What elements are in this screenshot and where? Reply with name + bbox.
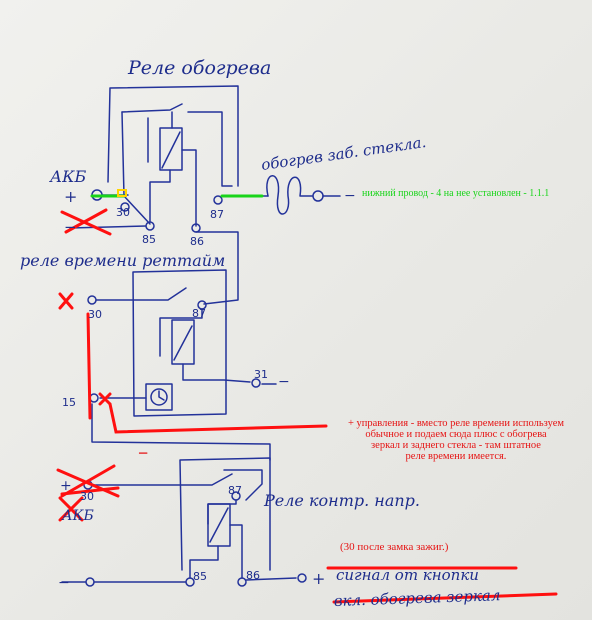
green-note: нижний провод - 4 на нее установлен - 1.… <box>362 188 550 199</box>
plus-sign-bot: + <box>60 478 72 494</box>
control-relay <box>61 457 307 587</box>
time-relay-outline <box>132 269 227 417</box>
terminal-heater-ground <box>312 190 324 202</box>
pin-31: 31 <box>254 368 268 381</box>
red-cross-battery-bot <box>56 464 120 498</box>
heating-relay-outline <box>107 85 239 187</box>
label-battery-top: АКБ <box>49 167 87 186</box>
control-relay-switch <box>91 473 233 486</box>
timer-block <box>145 383 173 411</box>
terminal-86-bot <box>237 577 247 587</box>
terminal-87-top <box>213 195 223 205</box>
red-wire-15 <box>86 312 92 420</box>
red-note-line-2: обычное и подаем сюда плюс с обогрева <box>365 429 547 440</box>
control-coil-86 <box>229 524 243 579</box>
terminal-31 <box>251 378 261 388</box>
red-note-line-1: + управления - вместо реле времени испол… <box>347 418 565 429</box>
minus-sign-top: − <box>64 218 77 236</box>
time-relay <box>87 269 277 461</box>
relay-coil <box>159 127 183 171</box>
red-minus-sign: − <box>138 443 149 463</box>
pin-86-top: 86 <box>190 235 204 248</box>
pin-85-top: 85 <box>142 233 156 246</box>
pin-30-bot: 30 <box>80 490 94 503</box>
wire-15-down <box>91 403 271 461</box>
red-cross-akb-bot <box>58 496 84 522</box>
terminal-85-bot <box>185 577 195 587</box>
wire-86-down <box>195 231 239 305</box>
minus-sign-bot: − <box>58 575 70 591</box>
label-heating-relay: Реле обогрева <box>127 57 271 79</box>
red-cross-ground-top <box>60 208 112 236</box>
pin-87-top: 87 <box>210 208 224 221</box>
red-note-control: + управления - вместо реле времени испол… <box>320 418 592 462</box>
red-cross-30-mid <box>58 292 74 310</box>
pin-86-bot: 86 <box>246 569 260 582</box>
terminal-15 <box>89 393 99 403</box>
pin-85-bot: 85 <box>193 570 207 583</box>
heater-element <box>266 175 313 215</box>
minus-sign-31: − <box>278 374 290 390</box>
control-relay-upper <box>223 469 263 501</box>
control-relay-coil-diag <box>209 507 229 543</box>
ground-wire-85 <box>69 225 147 229</box>
pin-87-bot: 87 <box>228 484 242 497</box>
terminal-30-mid <box>87 295 97 305</box>
label-signal-line2: вкл. обогрева зеркал <box>334 586 501 610</box>
label-battery-bot: АКБ <box>61 508 94 524</box>
red-wire-control <box>108 402 328 434</box>
control-coil-85 <box>189 545 219 579</box>
plus-sign-signal: + <box>312 569 325 588</box>
red-note-line-3: зеркал и заднего стекла - там штатное <box>371 440 541 451</box>
time-relay-coil-wire <box>159 308 203 357</box>
terminal-ground-bot <box>85 577 95 587</box>
time-relay-coil-diag <box>173 325 193 361</box>
red-cross-15 <box>98 392 112 406</box>
wire-31 <box>182 363 251 383</box>
relay-coil-86 <box>181 149 197 227</box>
timer-clock-icon <box>150 388 168 406</box>
label-time-relay: реле времени реттайм <box>20 251 225 270</box>
wire-86-signal <box>245 577 297 581</box>
plus-sign-top: + <box>64 187 77 206</box>
relay-switch-arm <box>121 103 183 113</box>
timer-hands <box>158 390 165 401</box>
pin-30-top: 30 <box>116 206 130 219</box>
relay-coil-85 <box>149 169 171 223</box>
red-note-ignition: (30 после замка зажиг.) <box>340 541 449 553</box>
red-strike-signal-2 <box>332 592 558 604</box>
fuse-mark <box>117 189 127 197</box>
control-relay-outline <box>179 457 271 571</box>
label-rear-glass-heating: обогрев заб. стекла. <box>260 133 427 174</box>
pin-87-mid: 87 <box>192 307 206 320</box>
terminal-30-top <box>120 202 130 212</box>
terminal-signal <box>297 573 307 583</box>
label-signal-line1: сигнал от кнопки <box>336 566 479 584</box>
pin-15: 15 <box>62 396 76 409</box>
minus-sign-heater: − <box>344 188 356 204</box>
relay-87-wire <box>187 111 233 187</box>
red-note-line-4: реле времени имеется. <box>405 451 507 462</box>
relay-coil-diag <box>161 131 181 169</box>
pin-30-mid: 30 <box>88 308 102 321</box>
time-relay-switch <box>95 287 187 301</box>
label-control-relay: Реле контр. напр. <box>263 491 420 510</box>
red-strike-30-bot <box>60 486 120 496</box>
